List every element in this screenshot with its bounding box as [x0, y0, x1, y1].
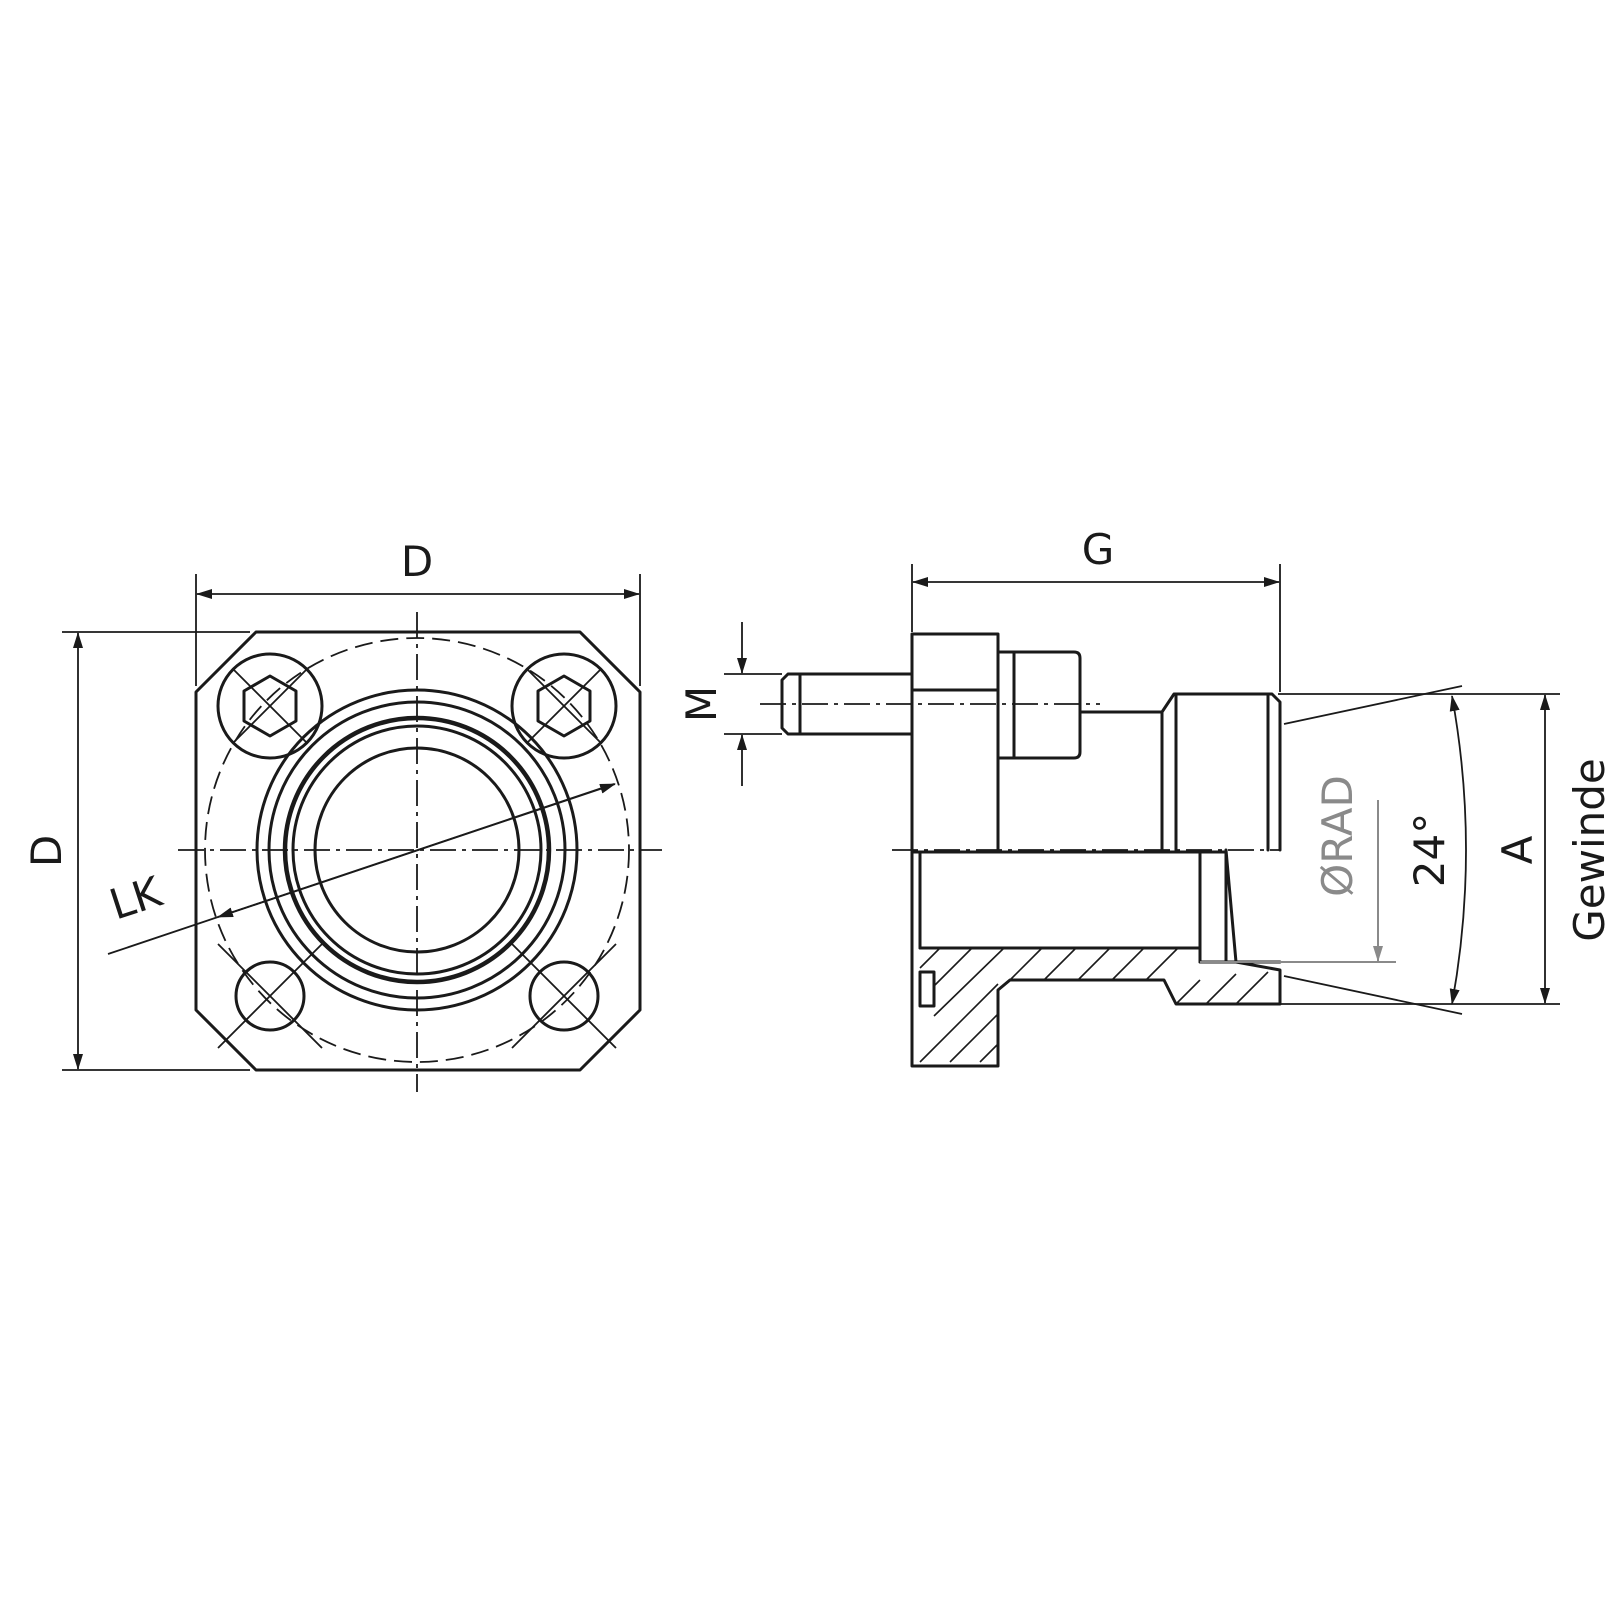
label-bolt-circle: LK: [104, 867, 169, 930]
angle-arc: [1449, 695, 1467, 1005]
side-view: G M ØRAD 24° A Gewinde: [677, 525, 1614, 1068]
label-thread-outer: A: [1493, 835, 1542, 864]
label-width-d: D: [401, 537, 433, 586]
label-thread-name: Gewinde: [1565, 758, 1614, 942]
bolt-head-outline: [996, 650, 1082, 760]
outer-hub-ring: [255, 688, 579, 1012]
body-neck-outline: [1078, 710, 1164, 852]
label-length-g: G: [1082, 525, 1115, 574]
bolt-hole-bottom-left: [217, 943, 323, 1049]
bore-ring: [313, 746, 521, 954]
bolt-hole-top-left: [216, 652, 324, 760]
flange-plate-outline: [910, 632, 1000, 852]
thread-end-outline: [1160, 692, 1282, 852]
bolt-circle: [204, 637, 630, 1063]
hex-head-icon: [242, 674, 298, 738]
label-cone-angle: 24°: [1405, 813, 1454, 887]
label-height-d: D: [22, 835, 71, 867]
section-hatching: [919, 947, 1269, 1063]
bolt-hole-top-right: [510, 652, 618, 760]
hub-ring-4: [291, 724, 543, 976]
label-bore-dia: ØRAD: [1313, 775, 1362, 897]
section-outline: [910, 848, 1282, 1068]
cone-line-bottom: [1283, 975, 1463, 1015]
bolt-hole-bottom-right: [511, 943, 617, 1049]
lk-arrow-in: [217, 882, 321, 918]
flange-outline: [194, 630, 642, 1072]
cone-line-top: [1283, 685, 1463, 725]
hub-ring-3: [282, 715, 552, 985]
lk-arrow-out: [319, 783, 616, 884]
hub-ring-2: [267, 700, 567, 1000]
label-bolt-thread: M: [677, 686, 726, 722]
front-view: D D LK: [22, 537, 662, 1092]
hex-head-icon: [536, 674, 592, 738]
seal-groove: [918, 970, 936, 1008]
